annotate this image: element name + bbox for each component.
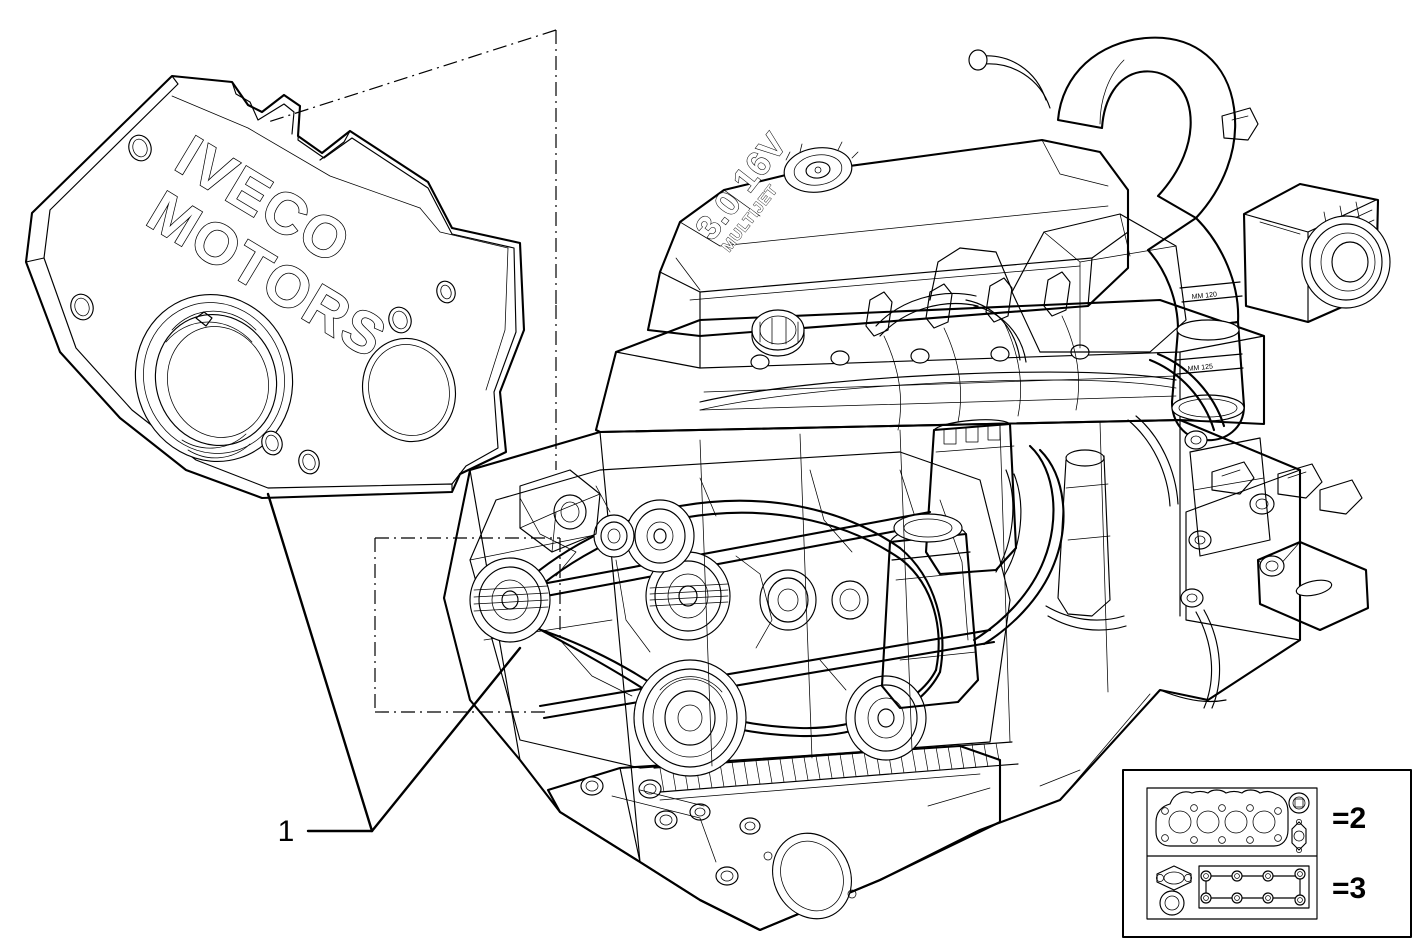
callout-label-1: 1 (278, 815, 295, 848)
cover-crank-seal-boss (134, 293, 294, 463)
hose-marking-1: MM 120 (1191, 291, 1217, 301)
camshaft-sensor-boss (783, 141, 859, 193)
crankshaft-pulley (633, 659, 747, 777)
fuel-rail-and-lines (865, 247, 1080, 431)
block-bolts (1180, 430, 1285, 608)
wiring-loom (699, 371, 1177, 411)
oil-pan-bolts (580, 776, 761, 886)
side-housing (1189, 437, 1271, 557)
alternator-pulley (469, 557, 551, 643)
oil-pan (546, 744, 1002, 932)
hose-marking-2: MM 125 (1187, 363, 1213, 373)
accessory-drive-assembly (469, 451, 1011, 777)
idler-pulley-upper (625, 499, 695, 573)
idler-pulley-small (593, 514, 635, 558)
legend-label-3: =3 (1332, 872, 1366, 905)
coolant-pipes (972, 444, 1127, 646)
intake-manifold (1011, 213, 1187, 353)
oil-filler-cap (751, 309, 805, 357)
cover-bolt-holes (70, 134, 456, 475)
callout-1-leader (266, 492, 522, 833)
rear-block-components (1127, 352, 1370, 709)
intercooler-box (1242, 182, 1391, 324)
water-pump-pulley (759, 569, 817, 631)
ac-compressor-pulley (845, 675, 927, 761)
legend-row-head-gasket (1155, 789, 1310, 853)
gasket-set-legend: =2 =3 (1122, 769, 1412, 938)
assembly-phantom-lines (267, 29, 561, 713)
alternator-body (519, 469, 601, 553)
injectors (865, 271, 1071, 337)
legend-row-lower-gasket (1156, 865, 1310, 916)
fuel-filter-canister (880, 513, 980, 710)
engine-mount-bracket (1256, 540, 1370, 632)
exhaust-manifold (1127, 352, 1227, 709)
idler-pulley-right (831, 580, 869, 620)
intake-sensor (1221, 107, 1259, 141)
legend-label-2: =2 (1332, 802, 1366, 835)
block-surface-detail (699, 421, 1151, 801)
cylinder-head (594, 298, 1266, 434)
secondary-canister (1057, 449, 1111, 617)
cover-secondary-boss (361, 337, 457, 443)
turbo-intake-piping: MM 120 MM 125 (968, 36, 1391, 442)
timing-gear-teeth-strip (653, 741, 1019, 793)
belt-tensioner-pulley (645, 551, 731, 641)
hose-clamp-upper: MM 120 (1179, 281, 1243, 303)
idler-pulley-mid (553, 494, 587, 530)
